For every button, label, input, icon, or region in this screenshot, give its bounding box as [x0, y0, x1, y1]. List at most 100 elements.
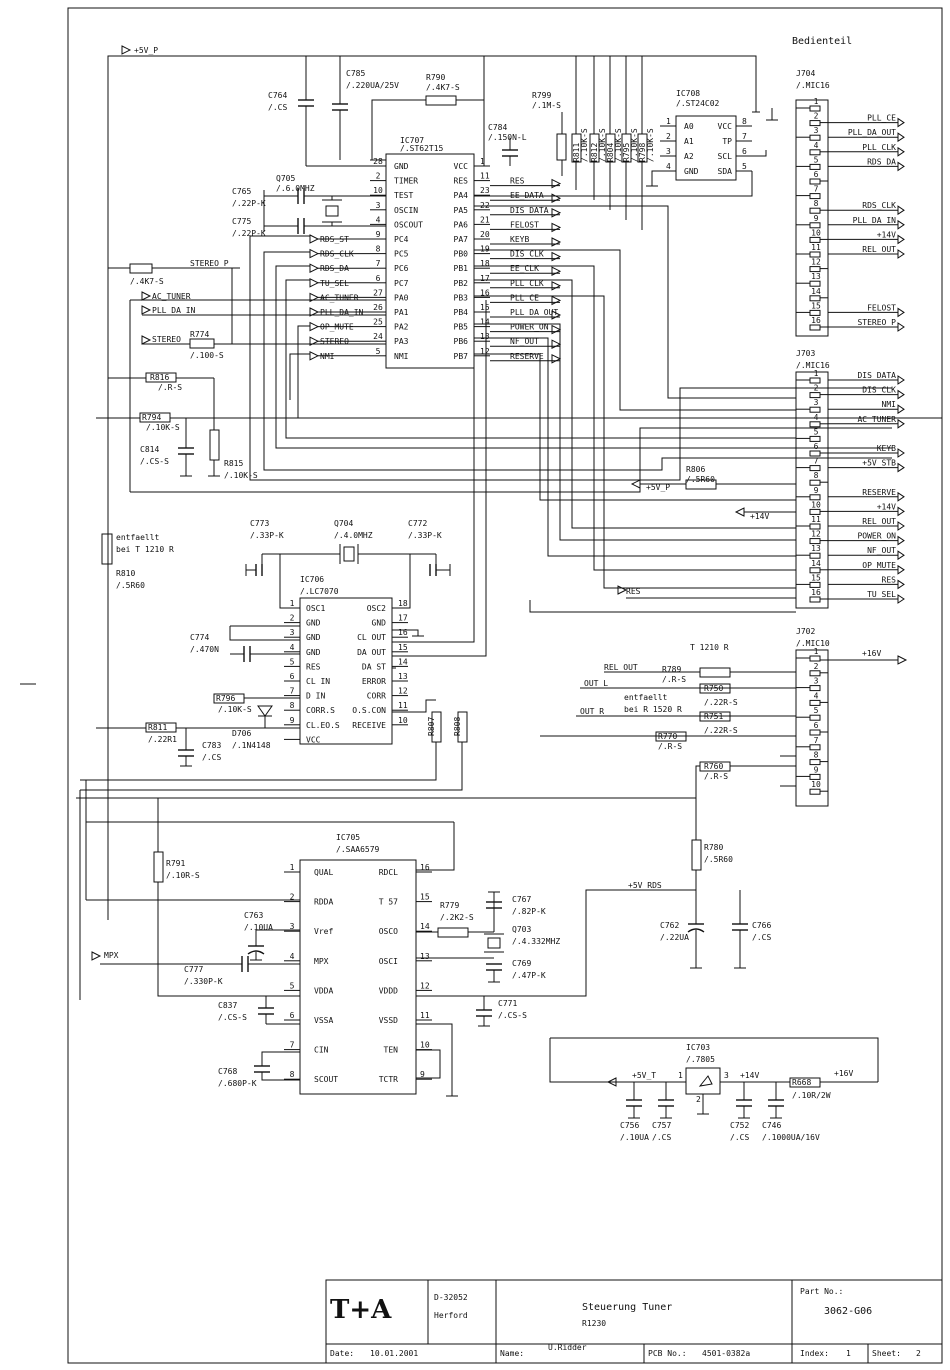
header-label: Bedienteil [792, 36, 852, 47]
j704-pin [809, 236, 821, 243]
ic707-pin-number: 11 [480, 172, 490, 181]
ic707-pin-name: PA6 [454, 220, 469, 229]
j703-signal-label: RES [882, 575, 897, 584]
svg-text:2: 2 [696, 1095, 701, 1104]
j702-pin [809, 670, 821, 677]
ic708-scl [752, 150, 767, 157]
ic706: IC706 /.LC7070 1OSC12GND3GND4GND5RES6CL … [284, 575, 408, 745]
svg-text:C837: C837 [218, 1001, 237, 1010]
j703-signal-flag [897, 418, 905, 429]
ic707-pin-name: VCC [454, 162, 469, 171]
ic708-pin-number: 1 [666, 117, 671, 126]
svg-text:/.R-S: /.R-S [658, 742, 682, 751]
ic706-pin-name: GND [306, 648, 321, 657]
psu-cap-ref: C746 [762, 1121, 781, 1130]
svg-text:/.CS-S: /.CS-S [140, 457, 169, 466]
ic707-pin-name: PA3 [394, 337, 409, 346]
j703-pin [809, 421, 821, 428]
ic705-pin-name: T 57 [379, 898, 398, 907]
ic706-pin-name: DA ST [362, 662, 386, 671]
ic705-pin-name: MPX [314, 957, 329, 966]
j704-signal-flag [897, 117, 905, 128]
ic705-pin-number: 15 [420, 893, 430, 902]
svg-text:bei R 1520 R: bei R 1520 R [624, 705, 682, 714]
ic708-pin-name: A0 [684, 122, 694, 131]
j703-signal-label: AC_TUNER [857, 415, 896, 424]
pullup-ref: R795 [622, 143, 631, 162]
j703-pin-number: 1 [814, 369, 819, 378]
svg-text:/.R-S: /.R-S [158, 383, 182, 392]
svg-text:T 1210 R: T 1210 R [690, 643, 729, 652]
ic705-pin-name: TEN [384, 1046, 399, 1055]
j702-pin [809, 759, 821, 766]
r816-resistor: R816 /.R-S [145, 372, 214, 392]
ic707-pin-number: 6 [376, 274, 381, 283]
svg-text:C773: C773 [250, 519, 269, 528]
j703-pin-number: 4 [814, 413, 819, 422]
r811-resistor: R811 /.22R1 [96, 722, 300, 744]
j703-signal-label: OP_MUTE [862, 561, 896, 570]
svg-text:/.MIC16: /.MIC16 [796, 81, 830, 90]
svg-text:Index:: Index: [800, 1349, 829, 1358]
pullup-value: /.10K-S [630, 128, 639, 162]
j703-signal-label: RESERVE [862, 488, 896, 497]
j703-signal-flag [897, 375, 905, 385]
ic707-pin-number: 8 [376, 245, 381, 254]
ic707-pin-number: 7 [376, 259, 381, 268]
ic707-pin-name: PA2 [394, 323, 409, 332]
j704-pin-number: 15 [811, 301, 821, 310]
svg-text:R791: R791 [166, 859, 185, 868]
ic706-pin-number: 6 [290, 672, 295, 681]
svg-text:J702: J702 [796, 627, 815, 636]
c771-capacitor: C771 /.CS-S [476, 996, 527, 1027]
svg-text:C784: C784 [488, 123, 507, 132]
svg-text:RES: RES [626, 587, 641, 596]
svg-text:IC705: IC705 [336, 833, 360, 842]
index-number: 1 [846, 1349, 851, 1358]
ic707-pin-name: PC4 [394, 235, 409, 244]
j703-signal-flag [897, 491, 905, 502]
j704-signal-label: PLL_CLK [862, 143, 896, 152]
net-flag [309, 234, 320, 244]
r791-resistor: R791 /.10R-S [153, 851, 300, 997]
ic706-pin-name: GND [306, 633, 321, 642]
svg-text:IC707: IC707 [400, 136, 424, 145]
net-flag [551, 280, 562, 291]
ic708: IC708 /.ST24C02 1A02A13A24GND8VCC7TP6SCL… [474, 89, 767, 197]
net-label: DIS_CLK [510, 250, 544, 259]
svg-text:+5V_P: +5V_P [646, 483, 670, 492]
svg-text:/.R-S: /.R-S [704, 772, 728, 781]
svg-text:+16V: +16V [834, 1069, 853, 1078]
net-label: POWER_ON [510, 323, 549, 332]
c785-capacitor: C785 /.220UA/25V [332, 56, 399, 160]
j703-pin [809, 435, 821, 442]
ic707-pin-number: 28 [373, 157, 383, 166]
svg-text:Q705: Q705 [276, 174, 295, 183]
ic707-pin-number: 27 [373, 288, 383, 297]
ic706-pin-number: 4 [290, 643, 295, 652]
j704-pin-number: 5 [814, 155, 819, 164]
ic707-pin-number: 1 [480, 157, 485, 166]
net-label: DIS_DATA [510, 206, 549, 215]
ic707-pin-number: 20 [480, 230, 490, 239]
svg-text:C783: C783 [202, 741, 221, 750]
j703-signal-label: NMI [882, 400, 897, 409]
j702-pin-number: 1 [814, 647, 819, 656]
r779-resistor: R779 /.2K2-S [416, 901, 494, 938]
j703-pin-number: 10 [811, 500, 821, 509]
svg-text:R807: R807 [427, 717, 436, 736]
r817-resistor: STEREO_P /.4K7-S [129, 259, 240, 344]
svg-text:IC706: IC706 [300, 575, 324, 584]
ic706-pin-number: 3 [290, 628, 295, 637]
ic707-pin-number: 3 [376, 201, 381, 210]
net-label: PLL_CE [510, 293, 539, 302]
svg-text:3: 3 [724, 1071, 729, 1080]
ic707-pin-number: 14 [480, 318, 490, 327]
j704-pin [809, 120, 821, 127]
svg-text:R810: R810 [116, 569, 135, 578]
svg-text:PCB No.:: PCB No.: [648, 1349, 687, 1358]
j703-pin-number: 12 [811, 530, 821, 539]
ic706-pin-name: DA OUT [357, 648, 386, 657]
ic708-gnd [651, 170, 660, 186]
ic707-left-nets: RDS_STRDS_CLKRDS_DATU_SELAC_TUNERPLL_DA_… [309, 234, 370, 361]
